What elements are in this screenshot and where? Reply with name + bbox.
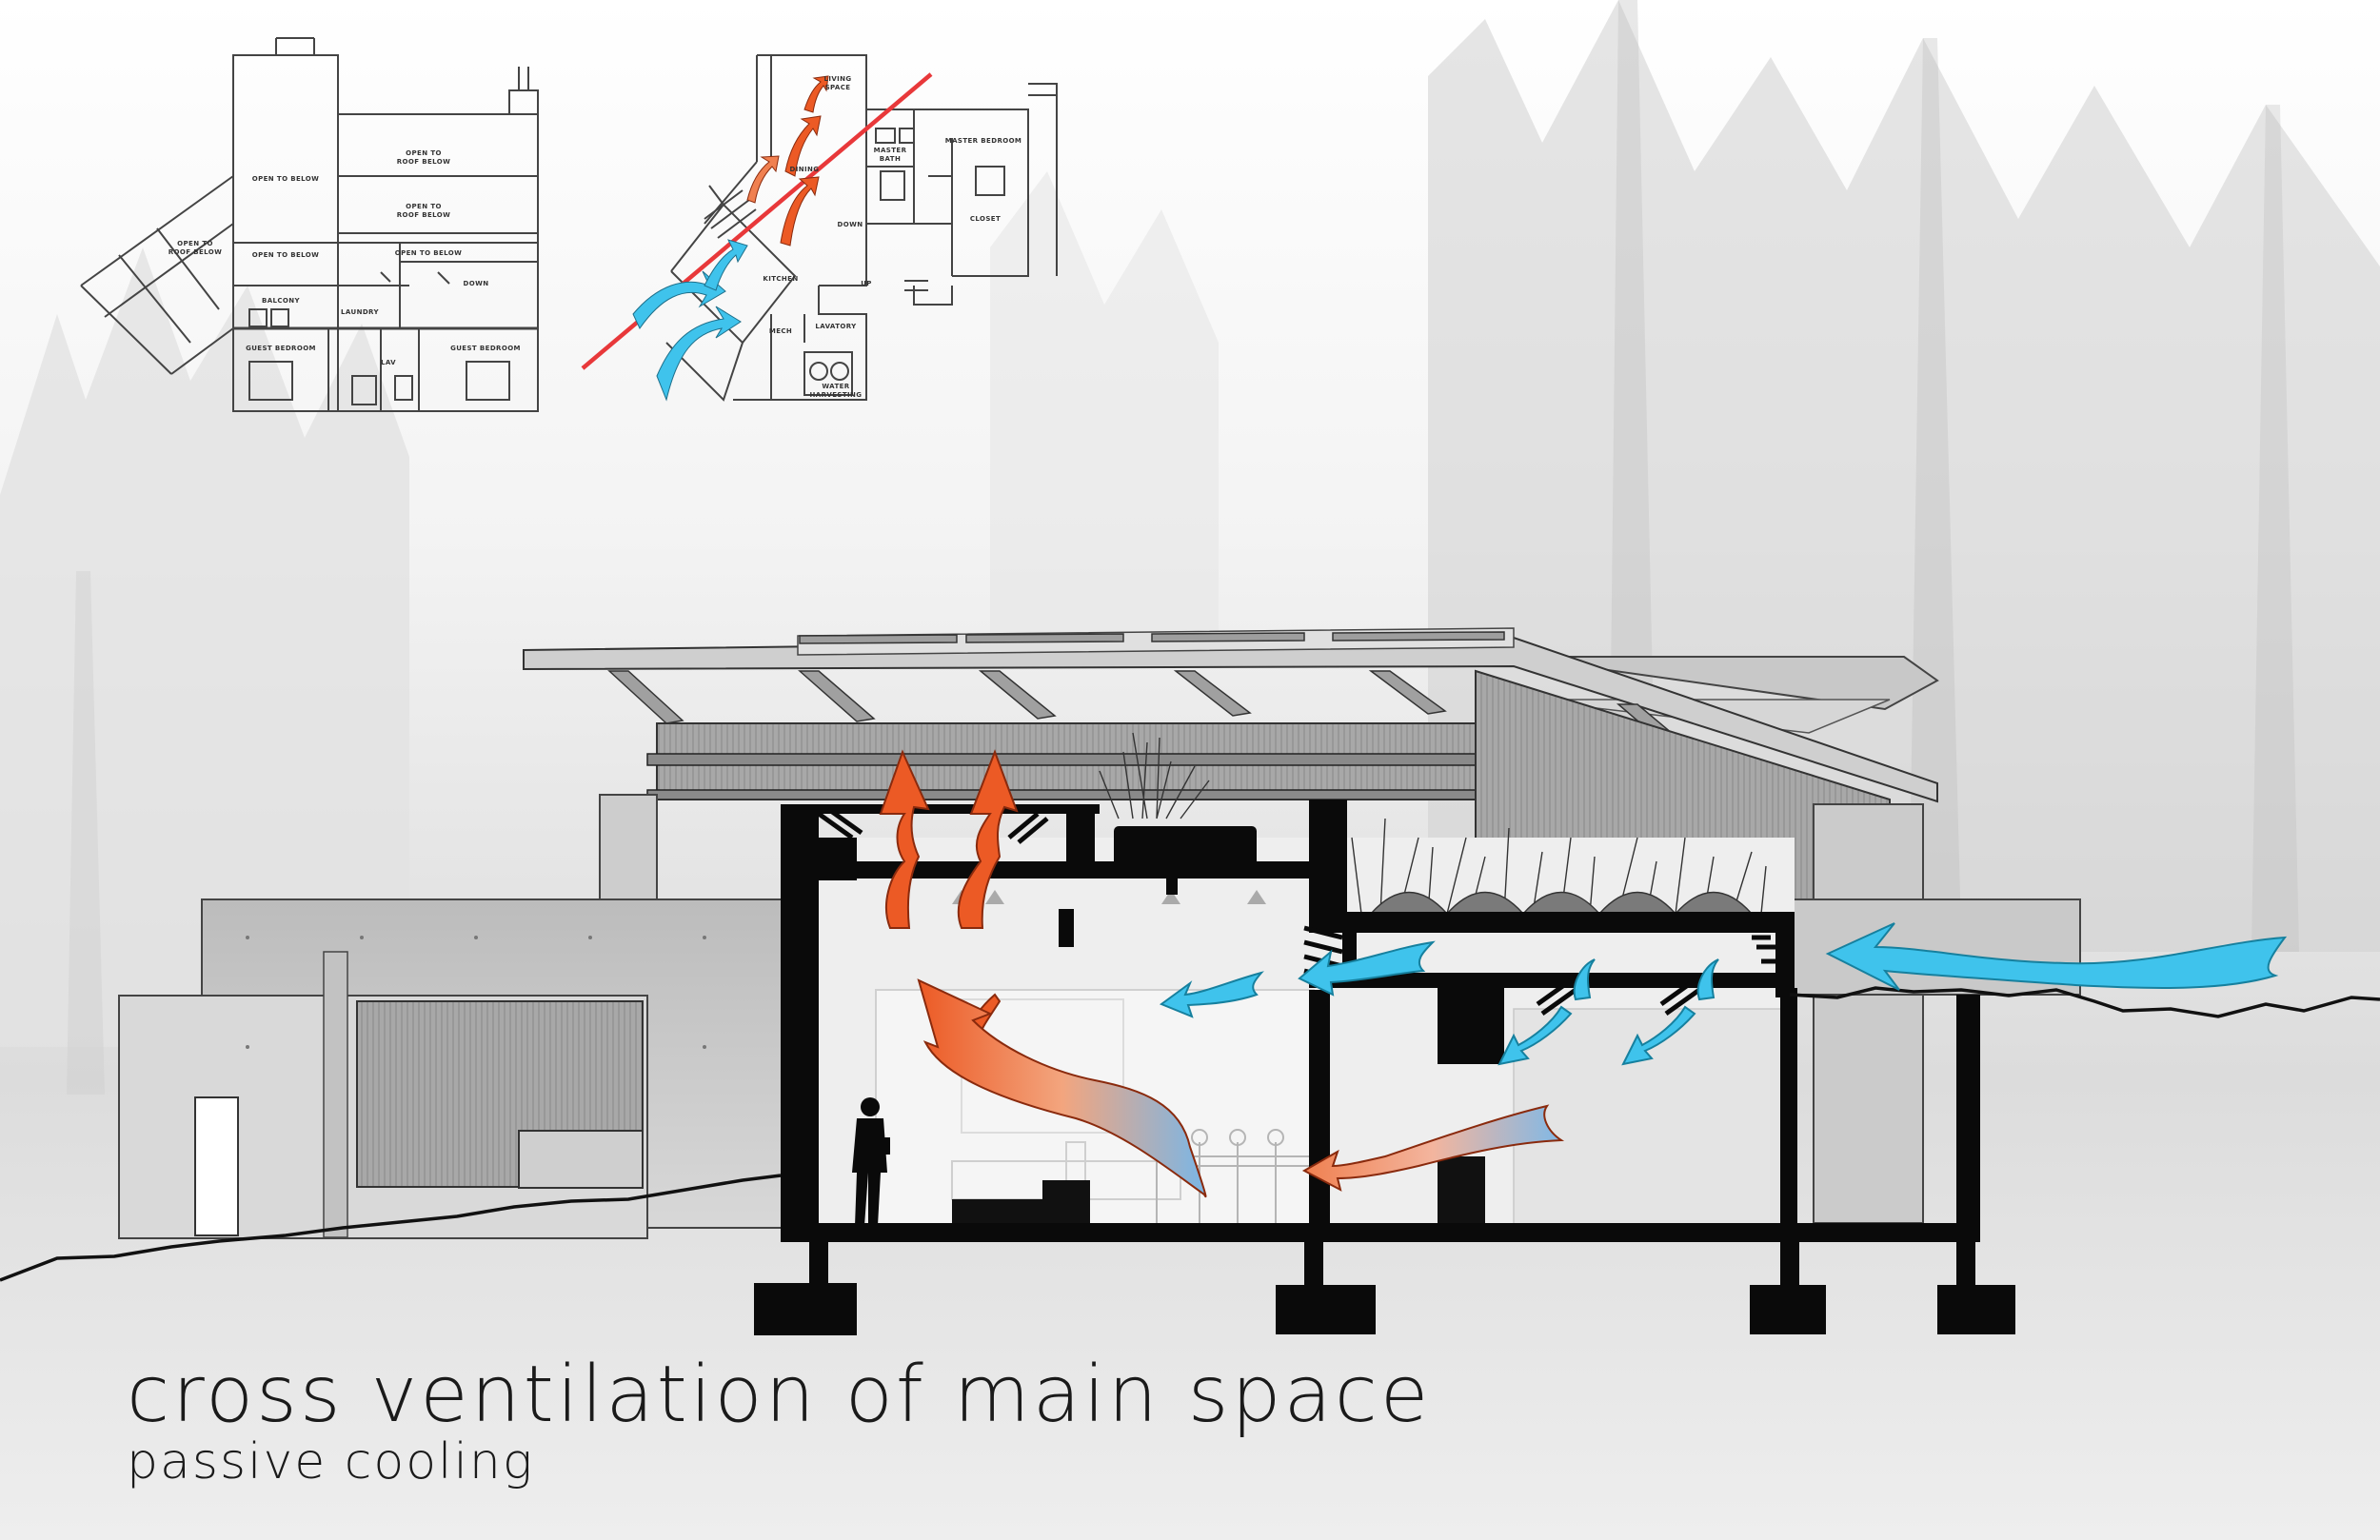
label-open-to-below-3: OPEN TO BELOW	[395, 249, 463, 257]
label-water-harvesting-b: HARVESTING	[810, 391, 863, 399]
ottoman	[1042, 1180, 1090, 1228]
label-down: DOWN	[464, 280, 489, 287]
label-up: UP	[861, 280, 872, 287]
label-open-to-below-1: OPEN TO BELOW	[252, 175, 320, 183]
ground-line	[0, 986, 2380, 1282]
label-kitchen: KITCHEN	[763, 275, 798, 283]
upper-floor-plan-left	[80, 37, 539, 412]
cool-air-arrow-icon	[1573, 958, 1596, 1001]
label-lav: LAV	[381, 359, 396, 366]
green-roof-plants	[1099, 732, 1767, 916]
label-dining: DINING	[790, 166, 820, 173]
label-living-space-a: LIVING	[823, 75, 851, 83]
cool-air-arrow-icon	[1696, 958, 1719, 1001]
diagram-subtitle: passive cooling	[127, 1433, 535, 1491]
label-open-to-roof-below-1b: ROOF BELOW	[397, 158, 451, 166]
warm-air-arrow-icon	[879, 749, 930, 929]
cool-air-arrow-icon	[1159, 971, 1264, 1018]
cool-air-arrow-icon	[1298, 940, 1436, 997]
warm-air-arrows	[879, 749, 1565, 1198]
label-guest-bedroom-2: GUEST BEDROOM	[450, 345, 521, 352]
label-closet: CLOSET	[970, 215, 1001, 223]
label-laundry: LAUNDRY	[341, 308, 379, 316]
left-concrete-wing	[118, 898, 783, 1239]
label-lavatory: LAVATORY	[815, 323, 857, 330]
right-plan-labels: LIVING SPACE MASTER BATH MASTER BEDROOM …	[763, 75, 1021, 399]
cool-air-arrows	[1159, 922, 2288, 1066]
person-silhouette-icon	[852, 1097, 890, 1226]
label-water-harvesting-a: WATER	[822, 383, 849, 390]
structure-section	[754, 800, 2015, 1335]
label-living-space-b: SPACE	[825, 84, 851, 91]
plan-warm-air-arrows	[746, 75, 829, 247]
louver-icon	[817, 806, 1795, 1017]
label-open-to-roof-below-3a: OPEN TO	[177, 240, 213, 247]
main-floor-plan-right	[665, 54, 1058, 402]
label-down-right: DOWN	[838, 221, 863, 228]
label-mech: MECH	[769, 327, 792, 335]
label-balcony: BALCONY	[262, 297, 301, 305]
cool-air-arrow-icon	[1497, 1005, 1573, 1066]
label-open-to-roof-below-2b: ROOF BELOW	[397, 211, 451, 219]
warm-air-arrow-icon	[917, 978, 1207, 1198]
cool-air-arrow-icon	[1825, 922, 2288, 991]
cool-air-arrow-icon	[1621, 1005, 1696, 1066]
label-open-to-roof-below-3b: ROOF BELOW	[169, 248, 223, 256]
label-master-bath-a: MASTER	[874, 147, 907, 154]
plan-cool-air-arrows	[632, 239, 748, 402]
label-master-bedroom: MASTER BEDROOM	[945, 137, 1022, 145]
label-guest-bedroom-1: GUEST BEDROOM	[246, 345, 316, 352]
label-master-bath-b: BATH	[880, 155, 901, 163]
label-open-to-roof-below-1a: OPEN TO	[406, 149, 442, 157]
left-plan-labels: OPEN TO BELOW OPEN TO ROOF BELOW OPEN TO…	[169, 149, 521, 366]
kitchen-appliance	[1438, 1156, 1485, 1223]
roof	[523, 627, 1939, 803]
label-open-to-below-2: OPEN TO BELOW	[252, 251, 320, 259]
label-open-to-roof-below-2a: OPEN TO	[406, 203, 442, 210]
diagram-title: cross ventilation of main space	[127, 1350, 1432, 1440]
warm-air-arrow-icon	[1301, 1104, 1565, 1192]
warm-air-arrow-icon	[957, 749, 1019, 929]
